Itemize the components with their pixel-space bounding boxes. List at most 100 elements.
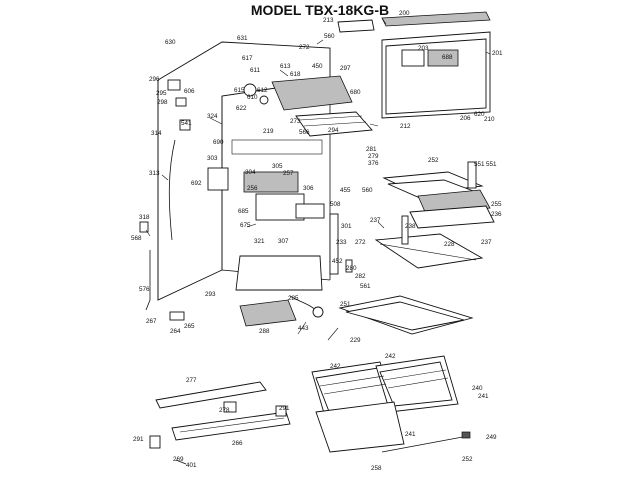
part-label-219: 219 <box>263 128 274 135</box>
part-label-265: 265 <box>184 323 195 330</box>
part-label-251: 251 <box>340 301 351 308</box>
part-label-313: 313 <box>149 170 160 177</box>
part-label-269: 269 <box>173 456 184 463</box>
part-label-610: 610 <box>247 94 258 101</box>
part-label-273: 273 <box>290 118 301 125</box>
part-label-455: 455 <box>340 187 351 194</box>
part-label-272b: 272 <box>355 239 366 246</box>
part-label-508: 508 <box>330 201 341 208</box>
part-label-267: 267 <box>146 318 157 325</box>
part-label-617: 617 <box>242 55 253 62</box>
part-label-228: 228 <box>444 241 455 248</box>
part-number-labels: 200 213 203 688 201 630 631 560 272 617 … <box>131 10 503 472</box>
part-label-307: 307 <box>278 238 289 245</box>
part-label-297: 297 <box>340 65 351 72</box>
part-label-680: 680 <box>350 89 361 96</box>
part-label-241a: 241 <box>478 393 489 400</box>
part-label-242b: 242 <box>385 353 396 360</box>
part-label-576: 576 <box>139 286 150 293</box>
part-label-685: 685 <box>238 208 249 215</box>
part-label-305: 305 <box>272 163 283 170</box>
part-label-301: 301 <box>341 223 352 230</box>
part-label-324: 324 <box>207 113 218 120</box>
part-label-615: 615 <box>234 87 245 94</box>
part-label-568: 568 <box>131 235 142 242</box>
part-label-612: 612 <box>257 87 268 94</box>
part-label-264: 264 <box>170 328 181 335</box>
part-label-450: 450 <box>312 63 323 70</box>
part-label-303: 303 <box>207 155 218 162</box>
part-label-281: 281 <box>366 146 377 153</box>
part-label-206: 206 <box>460 115 471 122</box>
part-label-293: 293 <box>205 291 216 298</box>
part-label-560: 560 <box>324 33 335 40</box>
evaporator-assembly <box>243 75 373 137</box>
part-label-201: 201 <box>492 50 503 57</box>
bottom-left-parts <box>149 381 291 465</box>
part-label-291b: 291 <box>133 436 144 443</box>
part-label-258: 258 <box>371 465 382 472</box>
part-label-233: 233 <box>336 239 347 246</box>
part-label-288: 288 <box>259 328 270 335</box>
part-label-212: 212 <box>400 123 411 130</box>
part-label-291: 291 <box>279 405 290 412</box>
part-label-620: 620 <box>474 111 485 118</box>
part-label-618: 618 <box>290 71 301 78</box>
part-label-443: 443 <box>298 325 309 332</box>
part-label-613: 613 <box>280 63 291 70</box>
part-label-541: 541 <box>181 120 192 127</box>
part-label-376: 376 <box>368 160 379 167</box>
part-label-606: 606 <box>184 88 195 95</box>
part-label-630: 630 <box>165 39 176 46</box>
part-label-675: 675 <box>240 222 251 229</box>
part-label-611: 611 <box>250 67 261 74</box>
part-label-551a: 551 <box>474 161 485 168</box>
part-label-237a: 237 <box>370 217 381 224</box>
part-label-200: 200 <box>399 10 410 17</box>
part-label-277: 277 <box>186 377 197 384</box>
part-label-692: 692 <box>191 180 202 187</box>
part-label-282: 282 <box>355 273 366 280</box>
part-label-240: 240 <box>472 385 483 392</box>
shelf-rails <box>329 213 409 275</box>
part-label-622: 622 <box>236 105 247 112</box>
part-label-255: 255 <box>491 201 502 208</box>
part-label-321: 321 <box>254 238 265 245</box>
part-label-688: 688 <box>442 54 453 61</box>
part-label-631: 631 <box>237 35 248 42</box>
part-label-295: 295 <box>156 90 167 97</box>
part-label-249: 249 <box>486 434 497 441</box>
part-label-318: 318 <box>139 214 150 221</box>
left-side-parts <box>139 79 191 321</box>
part-label-256: 256 <box>247 185 258 192</box>
part-label-280: 280 <box>346 265 357 272</box>
door-panel-assembly <box>337 11 491 119</box>
part-label-203: 203 <box>418 45 429 52</box>
part-label-252b: 252 <box>462 456 473 463</box>
part-label-236: 236 <box>491 211 502 218</box>
base-assembly <box>239 295 324 327</box>
part-label-452: 452 <box>332 258 343 265</box>
part-label-551b: 551 <box>486 161 497 168</box>
part-label-304: 304 <box>245 169 256 176</box>
part-label-298: 298 <box>157 99 168 106</box>
part-label-690: 690 <box>213 139 224 146</box>
part-label-294: 294 <box>328 127 339 134</box>
part-label-242a: 242 <box>330 363 341 370</box>
crisper-drawers <box>311 355 471 453</box>
leader-lines <box>145 17 491 341</box>
part-label-401: 401 <box>186 462 197 469</box>
part-label-306: 306 <box>303 185 314 192</box>
part-label-561: 561 <box>360 283 371 290</box>
part-label-229: 229 <box>350 337 361 344</box>
part-label-266: 266 <box>232 440 243 447</box>
diagram-title: MODEL TBX-18KG-B <box>250 2 390 18</box>
part-label-272: 272 <box>299 44 310 51</box>
part-label-296: 296 <box>149 76 160 83</box>
part-label-257: 257 <box>283 170 294 177</box>
part-label-237b: 237 <box>481 239 492 246</box>
control-box <box>207 167 325 221</box>
part-label-285: 285 <box>288 295 299 302</box>
part-label-241b: 241 <box>405 431 416 438</box>
